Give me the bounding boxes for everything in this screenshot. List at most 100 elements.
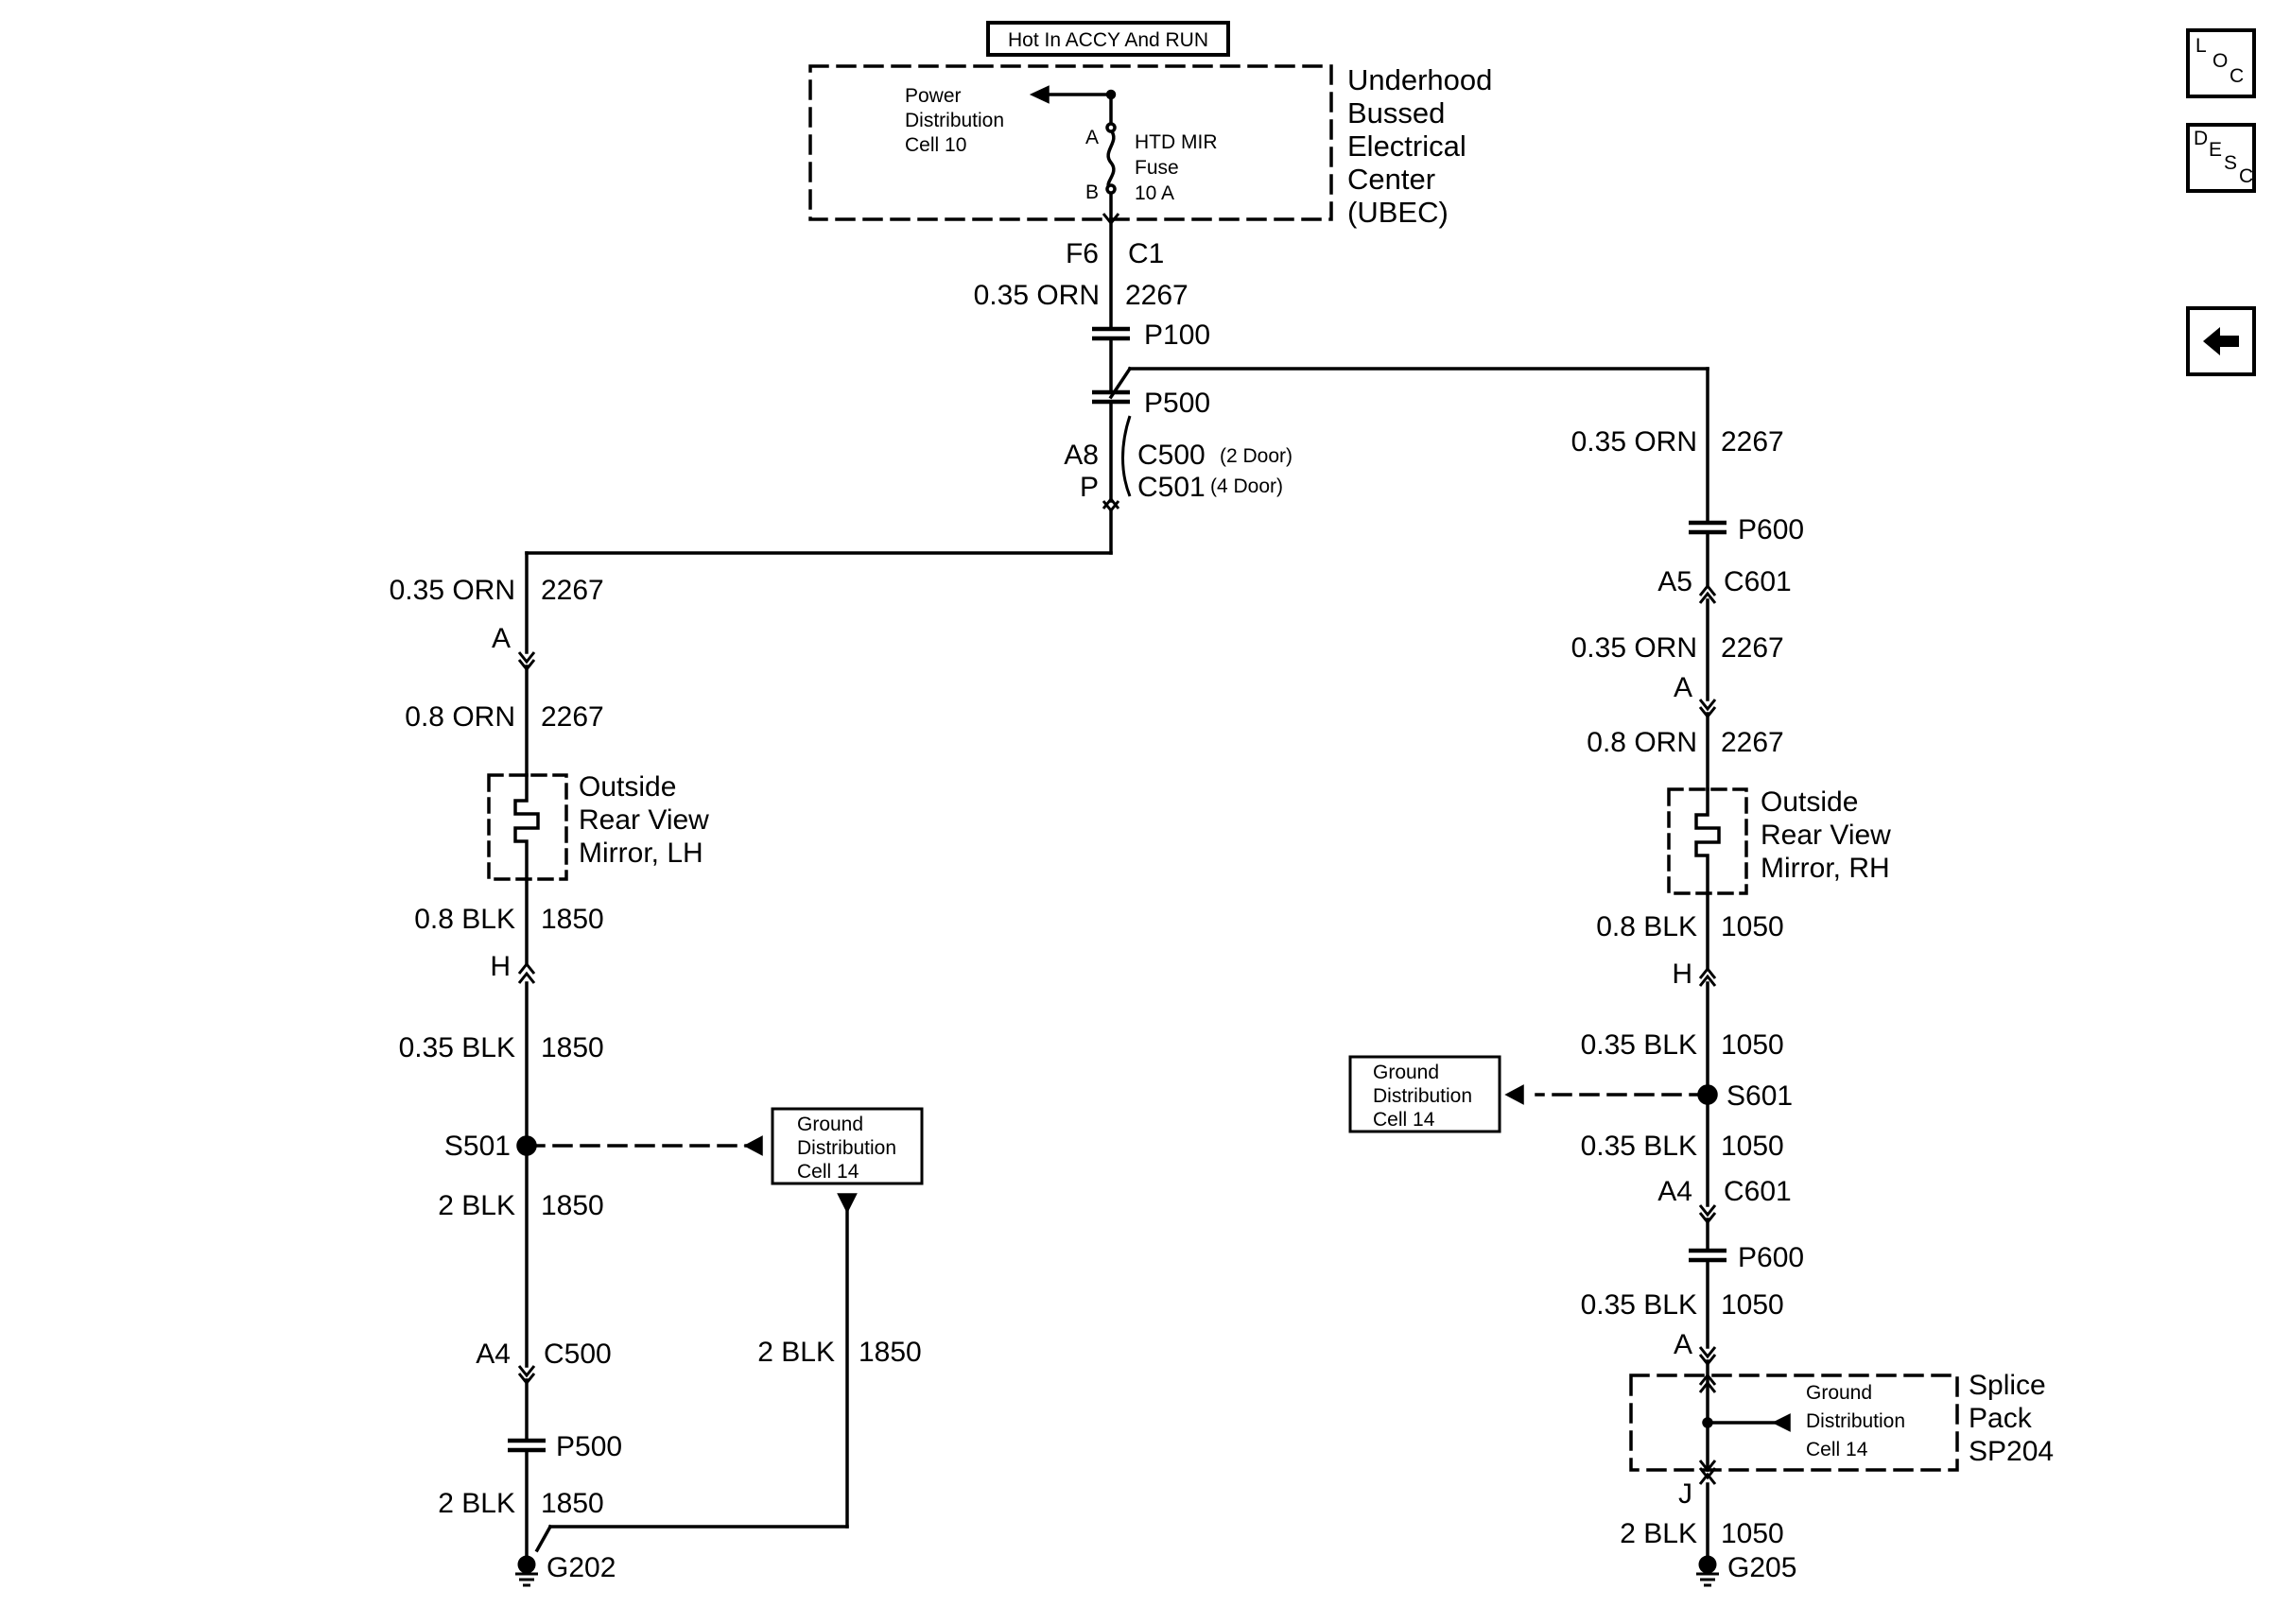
- ubec-title-1: Underhood: [1347, 63, 1492, 96]
- ubec-out-pin: F6: [1066, 238, 1099, 269]
- fuse-pin-b: B: [1085, 181, 1099, 203]
- c500-bracket: [1121, 415, 1132, 497]
- left-p500: P500: [556, 1431, 622, 1462]
- right-p600-bottom: P600: [1738, 1242, 1804, 1273]
- left-wire-4: 0.35 BLK: [399, 1032, 515, 1063]
- g205-ground-icon: [1696, 1555, 1719, 1587]
- left-pin-h-chevron: [517, 961, 536, 984]
- s601-label: S601: [1726, 1080, 1793, 1112]
- ubec-title-3: Electrical: [1347, 130, 1466, 163]
- right-c601-a4: C601: [1724, 1176, 1792, 1207]
- right-circuit-2: 2267: [1721, 632, 1784, 664]
- left-circuit-2: 2267: [541, 701, 604, 733]
- power-dist-label-1: Power: [905, 85, 962, 107]
- left-circuit-3: 1850: [541, 904, 604, 935]
- p600-bottom-connector: [1689, 1248, 1726, 1263]
- left-pin-a: A: [492, 623, 511, 654]
- hot-in-banner: Hot In ACCY And RUN: [1008, 29, 1208, 51]
- mirror-rh-label-1: Outside: [1761, 786, 1858, 818]
- right-circuit-5: 1050: [1721, 1029, 1784, 1061]
- trunk-wire-1: 0.35 ORN: [974, 280, 1100, 311]
- loc-letter-o: O: [2212, 50, 2229, 72]
- back-button[interactable]: [2186, 306, 2256, 376]
- loc-letter-c: C: [2230, 65, 2245, 87]
- left-c500: C500: [544, 1339, 612, 1370]
- left-c500-chevron: [517, 1365, 536, 1386]
- left-wire-7: 2 BLK: [757, 1337, 835, 1368]
- left-ground-ref-2: Distribution: [797, 1137, 896, 1159]
- left-wire-5: 2 BLK: [438, 1190, 515, 1221]
- left-wire-2: 0.8 ORN: [405, 701, 515, 733]
- splice-pack-j-chevron: [1698, 1472, 1717, 1485]
- mirror-lh-label-1: Outside: [579, 771, 676, 803]
- splice-pack-a-chevron: [1698, 1346, 1717, 1367]
- ground-dist-ref-box-right: [1348, 1055, 1501, 1133]
- fuse-symbol: [1106, 128, 1116, 192]
- right-pin-h: H: [1672, 959, 1692, 990]
- sp-ground-ref-3: Cell 14: [1806, 1439, 1868, 1460]
- ubec-title-2: Bussed: [1347, 96, 1445, 130]
- mirror-lh-label-3: Mirror, LH: [579, 838, 703, 869]
- left-wire-3: 0.8 BLK: [414, 904, 515, 935]
- ubec-out-conn: C1: [1128, 238, 1164, 269]
- splice-pack-bottom-chevron: [1698, 1460, 1717, 1480]
- right-wire-3: 0.8 ORN: [1587, 727, 1697, 758]
- right-ground-ref-1: Ground: [1373, 1062, 1439, 1083]
- power-dist-arrow: [1029, 85, 1050, 104]
- trunk-circuit-1: 2267: [1125, 280, 1189, 311]
- g202-ground-icon: [515, 1555, 538, 1587]
- right-wire-8: 2 BLK: [1620, 1518, 1697, 1549]
- fuse-pin-a: A: [1085, 127, 1099, 148]
- mirror-rh-label-3: Mirror, RH: [1761, 853, 1890, 884]
- splice-pack-pin-a: A: [1674, 1329, 1692, 1360]
- mirror-rh-heater: [1694, 787, 1721, 895]
- right-circuit-7: 1050: [1721, 1289, 1784, 1321]
- right-wire-2: 0.35 ORN: [1571, 632, 1697, 664]
- p100-connector: [1092, 326, 1130, 341]
- fuse-label-1: HTD MIR: [1135, 131, 1218, 153]
- p500-left-connector: [508, 1438, 546, 1453]
- trunk-c501-note: (4 Door): [1210, 475, 1283, 497]
- sp-ground-ref-2: Distribution: [1806, 1410, 1905, 1432]
- right-wire-6: 0.35 BLK: [1581, 1131, 1697, 1162]
- splice-pack-label-2: Pack: [1969, 1403, 2033, 1434]
- desc-letter-d: D: [2194, 128, 2209, 149]
- left-arrow-icon: [2203, 327, 2239, 355]
- splice-pack-pin-j: J: [1678, 1478, 1692, 1510]
- mirror-rh-label-2: Rear View: [1761, 820, 1891, 851]
- splice-pack-ground-arrow: [1772, 1413, 1791, 1432]
- p600-top-connector: [1689, 520, 1726, 535]
- left-circuit-7: 1850: [859, 1337, 922, 1368]
- c500-c501-chevron: [1102, 496, 1120, 513]
- fuse-label-3: 10 A: [1135, 182, 1174, 204]
- left-pin-h: H: [490, 951, 511, 982]
- left-wire-1: 0.35 ORN: [390, 575, 515, 606]
- right-wire-4: 0.8 BLK: [1596, 911, 1697, 942]
- s501-splice-dot: [516, 1135, 537, 1156]
- left-wire-6: 2 BLK: [438, 1488, 515, 1519]
- s601-splice-dot: [1697, 1084, 1718, 1105]
- right-pin-h-chevron: [1698, 966, 1717, 987]
- s601-ground-arrow: [1504, 1084, 1524, 1105]
- left-circuit-4: 1850: [541, 1032, 604, 1063]
- trunk-c501: C501: [1137, 472, 1206, 503]
- s501-ground-arrow: [743, 1135, 763, 1156]
- splice-pack-box: [1629, 1373, 1959, 1472]
- trunk-pin-p: P: [1080, 472, 1099, 503]
- description-button[interactable]: D E S C: [2186, 123, 2256, 193]
- right-wire-7: 0.35 BLK: [1581, 1289, 1697, 1321]
- right-pin-a5: A5: [1657, 566, 1692, 597]
- left-ground-ref-arrow: [837, 1193, 858, 1214]
- ubec-box: [808, 64, 1333, 221]
- splice-pack-label-3: SP204: [1969, 1436, 2054, 1467]
- location-button[interactable]: L O C: [2186, 28, 2256, 98]
- left-circuit-1: 2267: [541, 575, 604, 606]
- g202-label: G202: [547, 1552, 616, 1583]
- right-c601-a5: C601: [1724, 566, 1792, 597]
- g205-label: G205: [1727, 1552, 1796, 1583]
- mirror-lh-heater: [513, 773, 540, 881]
- left-pin-a4: A4: [476, 1339, 511, 1370]
- desc-letter-c: C: [2239, 165, 2254, 187]
- desc-letter-s: S: [2224, 152, 2238, 174]
